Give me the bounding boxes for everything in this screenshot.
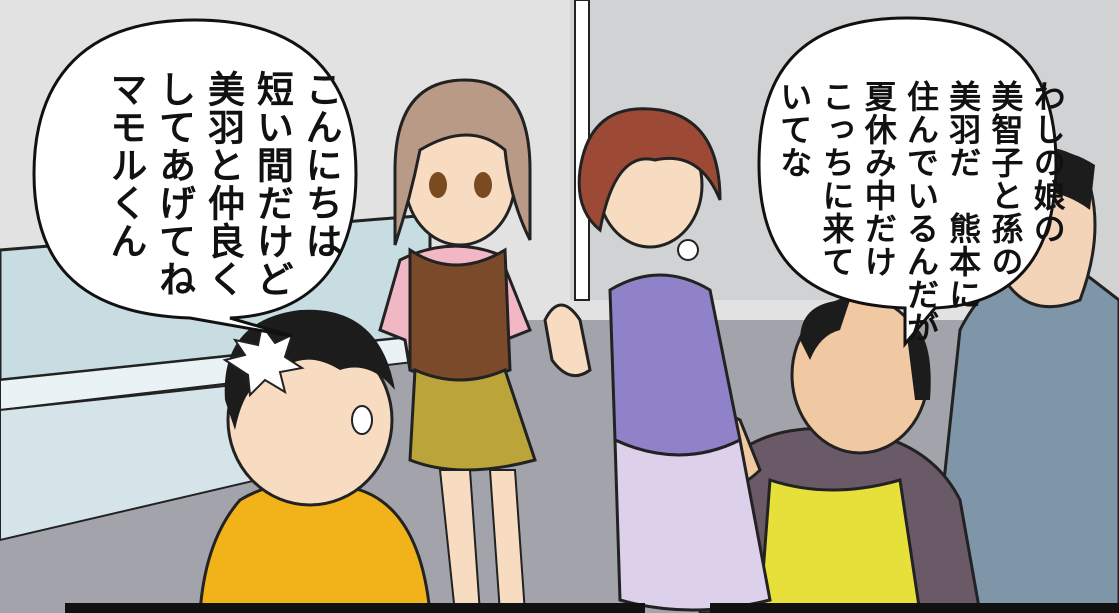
speech-line: 短い間だけど bbox=[250, 70, 294, 298]
girl-hair bbox=[393, 78, 532, 246]
speech-line: わしの娘の bbox=[1028, 80, 1067, 245]
girl-vest bbox=[408, 247, 512, 382]
speech-line: 美羽だ 熊本に bbox=[944, 80, 983, 311]
speech-line: マモルくん bbox=[103, 70, 147, 260]
boy-eye bbox=[351, 405, 373, 435]
panel-border-left bbox=[65, 603, 645, 613]
speech-line: 住んでいるんだが bbox=[901, 80, 940, 344]
speech-text-mother: こんにちは 短い間だけど 美羽と仲良く してあげてね マモルくん bbox=[100, 70, 344, 298]
speech-bubble-mother-shape bbox=[32, 18, 358, 338]
speech-line: こっちに来て bbox=[817, 80, 856, 278]
girl-eye-right bbox=[474, 172, 492, 198]
speech-line: 夏休み中だけ bbox=[859, 80, 898, 278]
mother-hand bbox=[543, 303, 592, 378]
girl-shorts bbox=[408, 367, 537, 472]
mother-earring bbox=[677, 239, 699, 261]
shopkeeper-sideburn bbox=[905, 320, 931, 400]
girl-leg-left bbox=[438, 469, 482, 613]
surprise-mark-icon bbox=[222, 322, 305, 398]
girl-leg-right bbox=[488, 469, 527, 613]
girl-eye-left bbox=[429, 172, 447, 198]
speech-bubble-shopkeeper-shape bbox=[757, 16, 1058, 349]
speech-line: こんにちは bbox=[299, 70, 343, 260]
shopkeeper-hair bbox=[800, 300, 850, 360]
shopkeeper-apron bbox=[758, 477, 922, 613]
speech-text-shopkeeper: わしの娘の 美智子と孫の 美羽だ 熊本に 住んでいるんだが 夏休み中だけ こっち… bbox=[773, 80, 1069, 344]
speech-bubble-mother: こんにちは 短い間だけど 美羽と仲良く してあげてね マモルくん bbox=[30, 14, 360, 338]
mother-hair bbox=[577, 107, 722, 233]
speech-line: 美羽と仲良く bbox=[201, 70, 245, 298]
mother-skirt bbox=[613, 437, 772, 612]
speech-bubble-shopkeeper: わしの娘の 美智子と孫の 美羽だ 熊本に 住んでいるんだが 夏休み中だけ こっち… bbox=[755, 14, 1067, 349]
speech-line: 美智子と孫の bbox=[986, 80, 1025, 278]
panel-border-right bbox=[710, 603, 1119, 613]
speech-line: いてな bbox=[775, 80, 814, 179]
speech-line: してあげてね bbox=[152, 70, 196, 298]
